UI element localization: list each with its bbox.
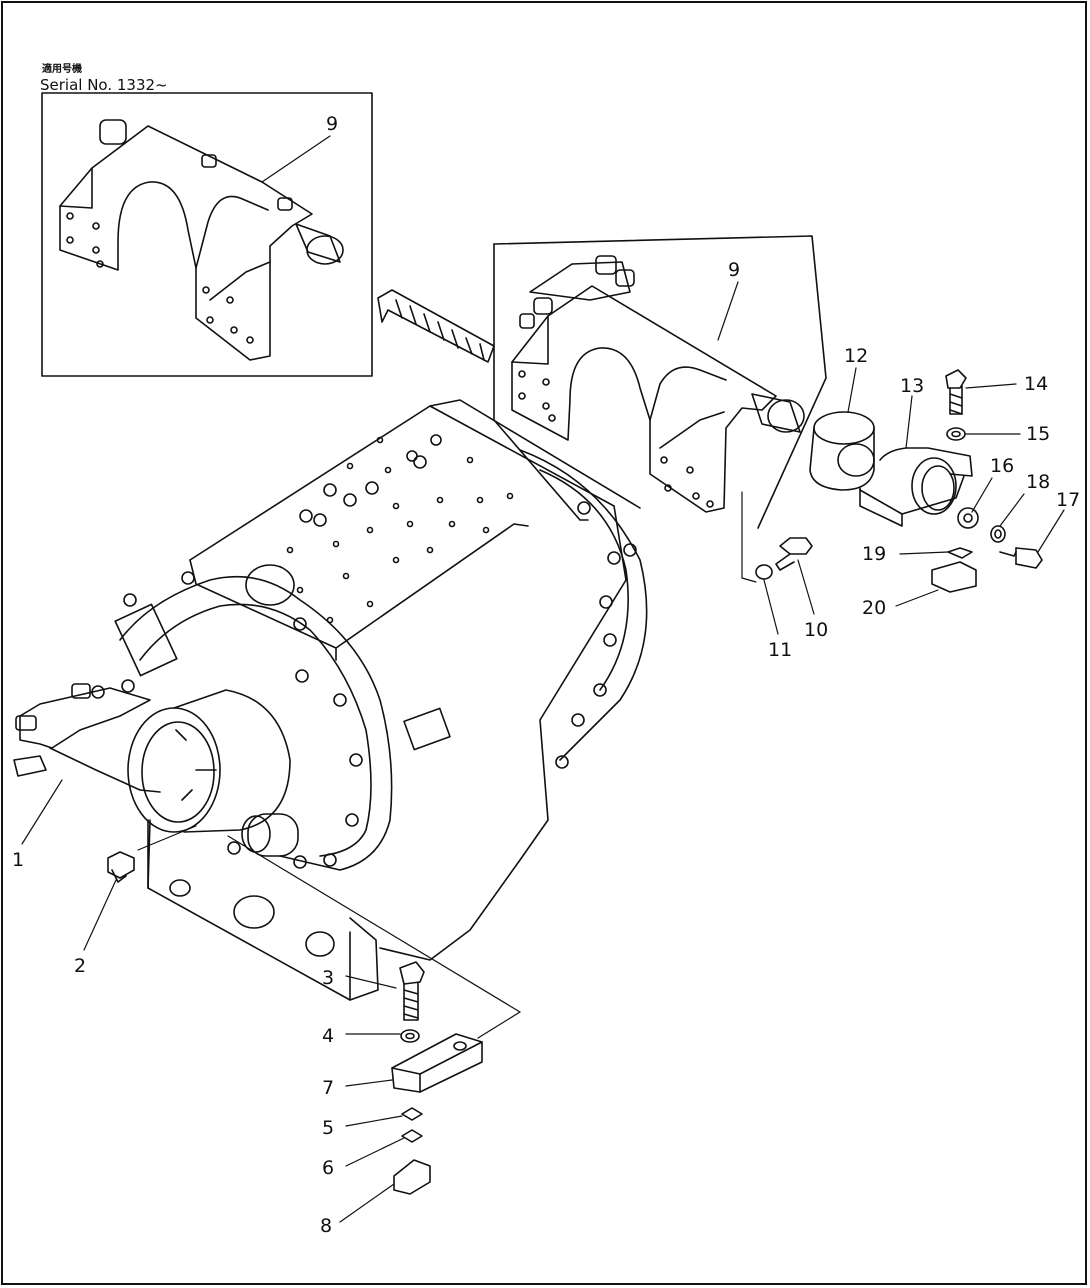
rear-mount-parts <box>756 370 1042 592</box>
top-holes <box>288 435 513 623</box>
callout-8: 8 <box>320 1215 332 1237</box>
callout-6: 6 <box>322 1157 334 1179</box>
callout-9-inset: 9 <box>326 113 338 135</box>
callout-19: 19 <box>862 543 886 565</box>
callout-17: 17 <box>1056 489 1080 511</box>
callout-5: 5 <box>322 1117 334 1139</box>
callout-10: 10 <box>804 619 828 641</box>
callout-4: 4 <box>322 1025 334 1047</box>
callout-14: 14 <box>1024 373 1048 395</box>
callout-1: 1 <box>12 849 24 871</box>
callout-numbers: 1 2 3 4 5 6 7 8 9 9 10 11 12 13 14 15 16… <box>12 113 1080 1237</box>
callout-7: 7 <box>322 1077 334 1099</box>
callout-2: 2 <box>74 955 86 977</box>
callout-15: 15 <box>1026 423 1050 445</box>
serial-number-label: Serial No. 1332~ <box>40 76 168 94</box>
lower-mount-parts <box>392 962 482 1194</box>
callout-11: 11 <box>768 639 792 661</box>
front-support-part-1 <box>14 684 160 792</box>
callout-12: 12 <box>844 345 868 367</box>
inset-bracket-part <box>60 120 343 360</box>
leader-lines <box>22 136 1064 1222</box>
inset-box <box>42 93 372 376</box>
callout-9: 9 <box>728 259 740 281</box>
callout-18: 18 <box>1026 471 1050 493</box>
callout-16: 16 <box>990 455 1014 477</box>
plug-part-2 <box>108 852 134 882</box>
callout-13: 13 <box>900 375 924 397</box>
callout-20: 20 <box>862 597 886 619</box>
transmission-housing <box>115 400 646 1000</box>
callout-3: 3 <box>322 967 334 989</box>
detail-leader-frame <box>494 244 588 520</box>
direction-arrow <box>378 290 494 362</box>
bracket-part-9 <box>512 256 804 512</box>
serial-applicable-label-jp: 適用号機 <box>42 64 82 75</box>
